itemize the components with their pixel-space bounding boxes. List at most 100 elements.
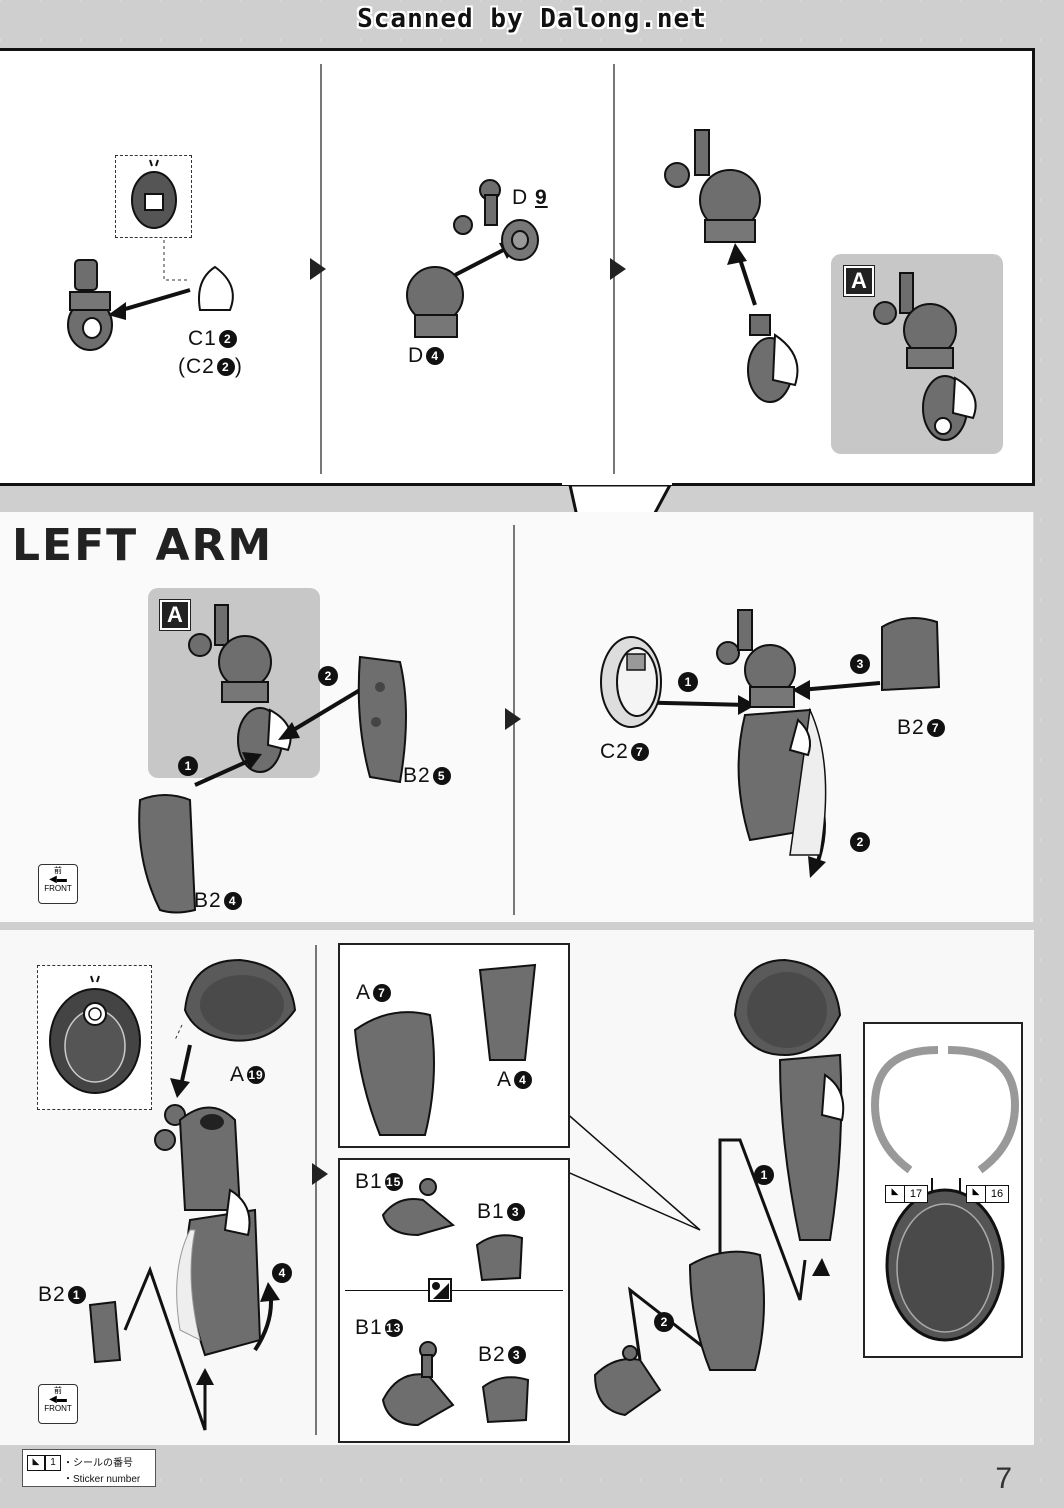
- sticker-legend-icon: ◣: [27, 1455, 45, 1471]
- part-number: 9: [535, 186, 548, 209]
- part-id: A: [497, 1068, 513, 1091]
- shoulder-detail-icon: [49, 975, 141, 1094]
- paren: ): [234, 355, 243, 378]
- hand-b1-3: [475, 1234, 524, 1282]
- part-number: 4: [426, 347, 445, 365]
- detail-callout: [37, 965, 152, 1110]
- part-label-d9: D 9: [512, 186, 548, 210]
- hand-part-b2-1: [88, 1300, 122, 1364]
- step-number: 2: [850, 832, 870, 852]
- part-id: D: [408, 344, 425, 367]
- part-number: 13: [384, 1319, 403, 1337]
- part-id: C2: [600, 740, 629, 763]
- shoulder-shell-c2-7: [600, 636, 662, 728]
- part-number: 4: [514, 1071, 533, 1089]
- alternate-option-icon: [428, 1278, 452, 1302]
- dashed-leader: [163, 240, 190, 281]
- front-jp: 前: [54, 866, 62, 875]
- front-en: FRONT: [44, 884, 72, 893]
- part-id: D: [512, 186, 529, 209]
- part-id: A: [356, 981, 372, 1004]
- bottom-arrows: [123, 986, 830, 1431]
- step-number: 1: [754, 1165, 774, 1185]
- legend-en: ・Sticker number: [63, 1474, 141, 1485]
- hand-assembled: [593, 1345, 662, 1417]
- step-number: 2: [318, 666, 338, 686]
- step-divider: [315, 945, 317, 1435]
- part-number: 7: [373, 984, 392, 1002]
- step-number: 1: [678, 672, 698, 692]
- front-orientation-icon: 前 ◀▬ FRONT: [38, 1384, 78, 1424]
- assembly-arrows: [194, 680, 881, 878]
- inset-hand-options: [338, 1158, 570, 1443]
- detail-callout: [115, 155, 192, 238]
- assembly-badge-a: A: [843, 265, 875, 297]
- white-cover-part: [198, 265, 234, 311]
- option-divider: [345, 1290, 563, 1291]
- step-number: 2: [654, 1312, 674, 1332]
- sticker-number-17: 17: [904, 1185, 928, 1203]
- next-step-arrow: [310, 258, 326, 280]
- next-step-arrow: [312, 1163, 328, 1185]
- part-id: B1: [355, 1316, 383, 1339]
- part-number: 3: [506, 1203, 525, 1221]
- part-number: 7: [630, 743, 649, 761]
- part-id: B2: [897, 716, 925, 739]
- step-number: 4: [272, 1263, 292, 1283]
- completed-arm: [733, 958, 845, 1241]
- front-arrow-icon: ◀▬: [49, 1394, 67, 1405]
- sticker-icon: ◣: [966, 1185, 986, 1203]
- front-arrow-icon: ◀▬: [49, 874, 67, 885]
- arm-part-b2-4: [138, 794, 197, 914]
- part-id: (C2: [178, 355, 215, 378]
- sticker-legend: ◣ 1 ・シールの番号 ・Sticker number: [22, 1449, 156, 1487]
- sticker-diagram: [870, 1046, 1020, 1342]
- part-id: B1: [477, 1200, 505, 1223]
- next-step-arrow: [505, 708, 521, 730]
- part-id: B1: [355, 1170, 383, 1193]
- scan-watermark: Scanned by Dalong.net: [357, 4, 707, 34]
- part-id: B2: [38, 1283, 66, 1306]
- front-orientation-icon: 前 ◀▬ FRONT: [38, 864, 78, 904]
- part-id: A: [230, 1063, 246, 1086]
- next-step-arrow: [610, 258, 626, 280]
- part-number: 3: [507, 1346, 526, 1364]
- detail-part-icon: [131, 159, 177, 229]
- part-number: 15: [384, 1173, 403, 1191]
- page-number: 7: [995, 1462, 1012, 1495]
- step-number: 3: [850, 654, 870, 674]
- section-title-left-arm: LEFT ARM: [12, 520, 274, 571]
- part-id: B2: [403, 764, 431, 787]
- front-en: FRONT: [44, 1404, 72, 1413]
- forearm-armor-assembled: [688, 1250, 765, 1371]
- assembled-joint: [664, 129, 799, 403]
- part-id: C1: [188, 327, 217, 350]
- legend-jp: ・シールの番号: [63, 1458, 133, 1469]
- assembled-joint-result: [873, 272, 977, 441]
- part-id: B2: [194, 889, 222, 912]
- part-number: 19: [247, 1066, 266, 1084]
- hand-b1-13: [381, 1341, 455, 1427]
- hip-joint-part: [67, 259, 191, 351]
- part-number: 2: [216, 358, 235, 376]
- ball-joint-assembly: [406, 179, 539, 338]
- sticker-number-16: 16: [985, 1185, 1009, 1203]
- sticker-legend-number: 1: [45, 1455, 61, 1471]
- hand-b2-3: [481, 1376, 530, 1424]
- part-number: 4: [223, 892, 242, 910]
- front-jp: 前: [54, 1386, 62, 1395]
- arm-armor-part-b2-5: [357, 655, 407, 784]
- part-number: 1: [67, 1286, 86, 1304]
